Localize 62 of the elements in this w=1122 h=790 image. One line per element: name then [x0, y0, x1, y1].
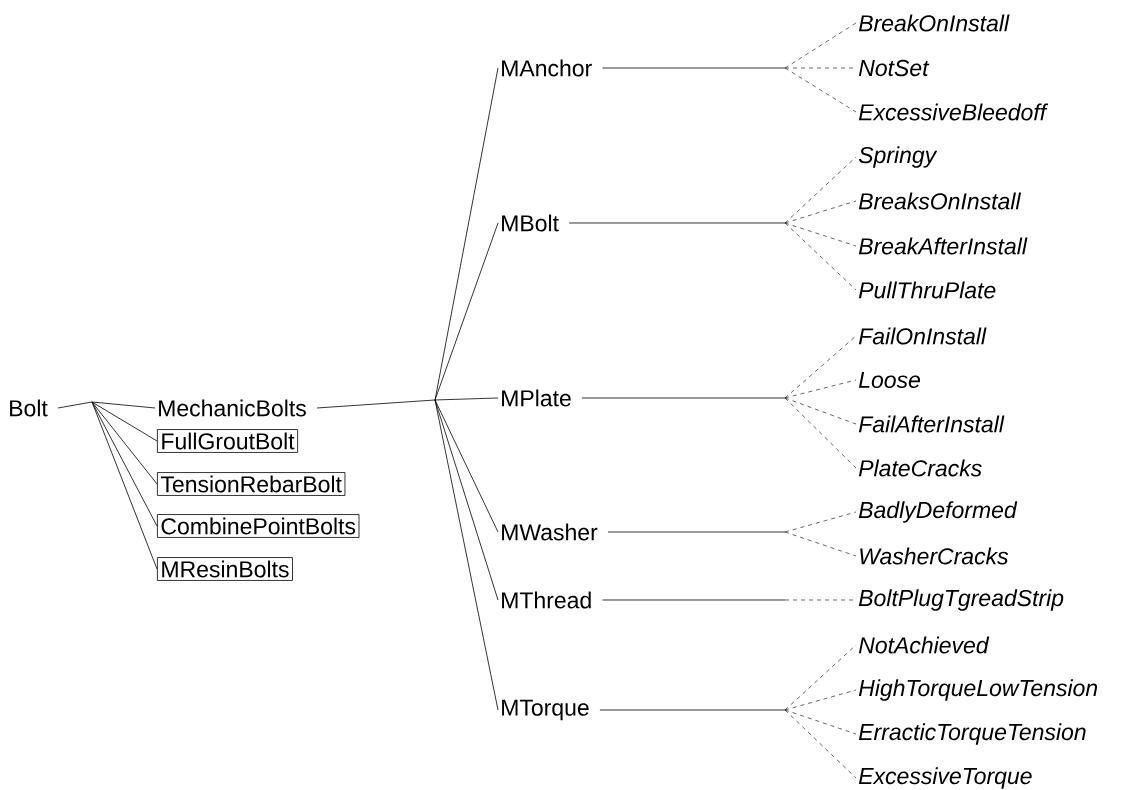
node-label: WasherCracks: [860, 547, 1009, 565]
node-label: BreakAfterInstall: [858, 237, 1028, 255]
labeled-box: FullGroutBolt: [157, 429, 298, 453]
node-label: MPlate: [502, 389, 571, 407]
connector-line: [57, 401, 93, 409]
connector-line: [316, 399, 436, 409]
node-label: ExcessiveTorque: [858, 767, 1032, 789]
connector-line: [784, 397, 857, 469]
connector-line: [784, 200, 857, 224]
connector-line: [91, 401, 158, 570]
connector-line: [91, 401, 158, 527]
connector-line: [784, 222, 857, 291]
connector-line: [434, 399, 499, 711]
connector-line: [784, 689, 857, 711]
connector-line: [607, 531, 786, 533]
connector-line: [784, 531, 857, 557]
connector-line: [602, 599, 786, 601]
node-label: BreaksOnInstall: [858, 192, 1022, 210]
node-label: Loose: [858, 371, 920, 388]
connector-line: [784, 397, 857, 425]
labeled-box: CombinePointBolts: [157, 514, 360, 538]
connector-line: [91, 401, 158, 485]
node-label: Bolt: [10, 399, 48, 417]
connector-line: [784, 22, 857, 69]
node-label: BoltPlugTgreadStrip: [858, 589, 1064, 611]
connector-line: [784, 709, 857, 779]
node-label: NotSet: [858, 59, 930, 77]
node-label: MBolt: [502, 214, 559, 232]
connector-line: [581, 397, 786, 399]
node-label: HighTorqueLowTension: [858, 679, 1098, 701]
node-label: PlateCracks: [858, 459, 982, 477]
node-label: MWasher: [502, 523, 598, 541]
node-label: FailAfterInstall: [858, 415, 1005, 433]
node-label: ErracticTorqueTension: [858, 723, 1086, 745]
node-label: ExcessiveBleedoff: [858, 103, 1049, 121]
node-label: MechanicBolts: [159, 399, 306, 417]
connector-line: [434, 397, 499, 401]
node-label: MAnchor: [502, 59, 592, 77]
node-label: BadlyDeformed: [858, 501, 1018, 523]
node-label: MThread: [502, 591, 591, 609]
connector-line: [91, 401, 156, 409]
connector-line: [784, 222, 857, 247]
node-label: FailOnInstall: [858, 327, 987, 345]
labeled-box: MResinBolts: [157, 557, 293, 581]
node-label: NotAchieved: [858, 636, 990, 654]
node-label: PullThruPlate: [858, 281, 996, 299]
connector-line: [784, 156, 857, 224]
connector-line: [434, 222, 499, 401]
connector-line: [91, 401, 158, 442]
connector-line: [568, 222, 786, 224]
connector-line: [599, 709, 786, 711]
connector-line: [434, 399, 499, 533]
connector-line: [784, 335, 857, 399]
connector-line: [784, 379, 857, 399]
node-label: Springy: [858, 146, 938, 168]
node-label: BreakOnInstall: [858, 14, 1010, 32]
labeled-box: TensionRebarBolt: [157, 472, 346, 496]
connector-line: [784, 709, 857, 735]
connector-line: [602, 67, 786, 69]
connector-line: [784, 67, 857, 113]
node-label: MTorque: [502, 699, 589, 721]
connector-line: [784, 511, 857, 533]
